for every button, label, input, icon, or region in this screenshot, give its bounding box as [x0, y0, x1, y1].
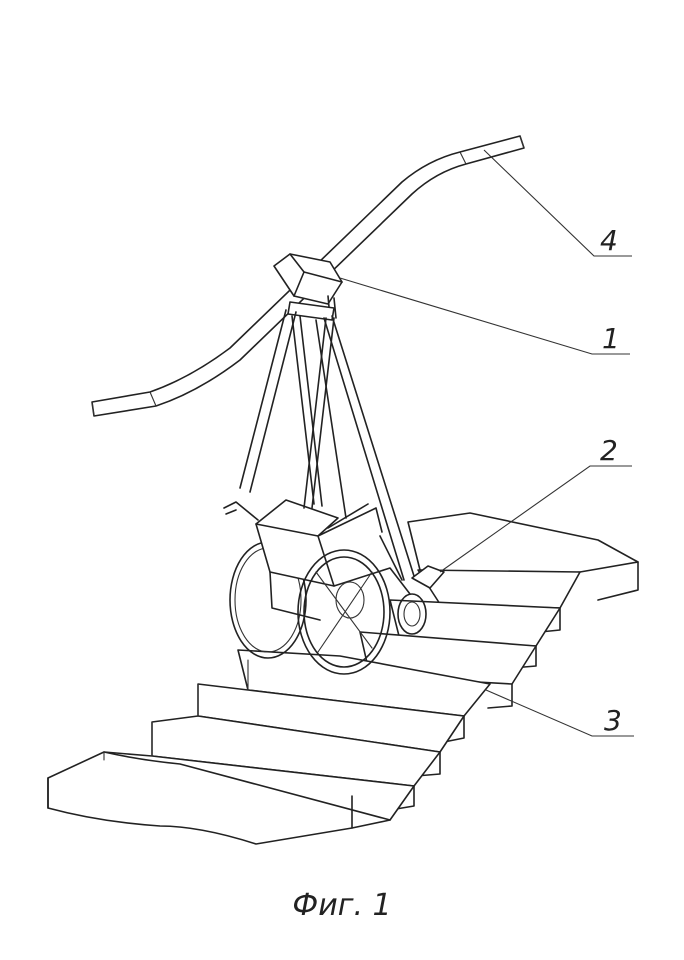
leader-2	[439, 465, 632, 573]
straps	[239, 309, 415, 581]
leader-1	[339, 277, 630, 355]
carriage	[273, 253, 343, 321]
callout-2: 2	[600, 434, 618, 467]
figure-caption: Фиг. 1	[292, 888, 392, 923]
callout-3: 3	[604, 704, 622, 737]
leader-3	[485, 689, 634, 737]
callout-4: 4	[600, 224, 618, 257]
leader-4	[483, 149, 632, 257]
callouts: 4 1 2 3	[339, 149, 634, 737]
staircase	[47, 512, 639, 845]
callout-1: 1	[602, 322, 620, 355]
wheelchair	[223, 499, 445, 675]
